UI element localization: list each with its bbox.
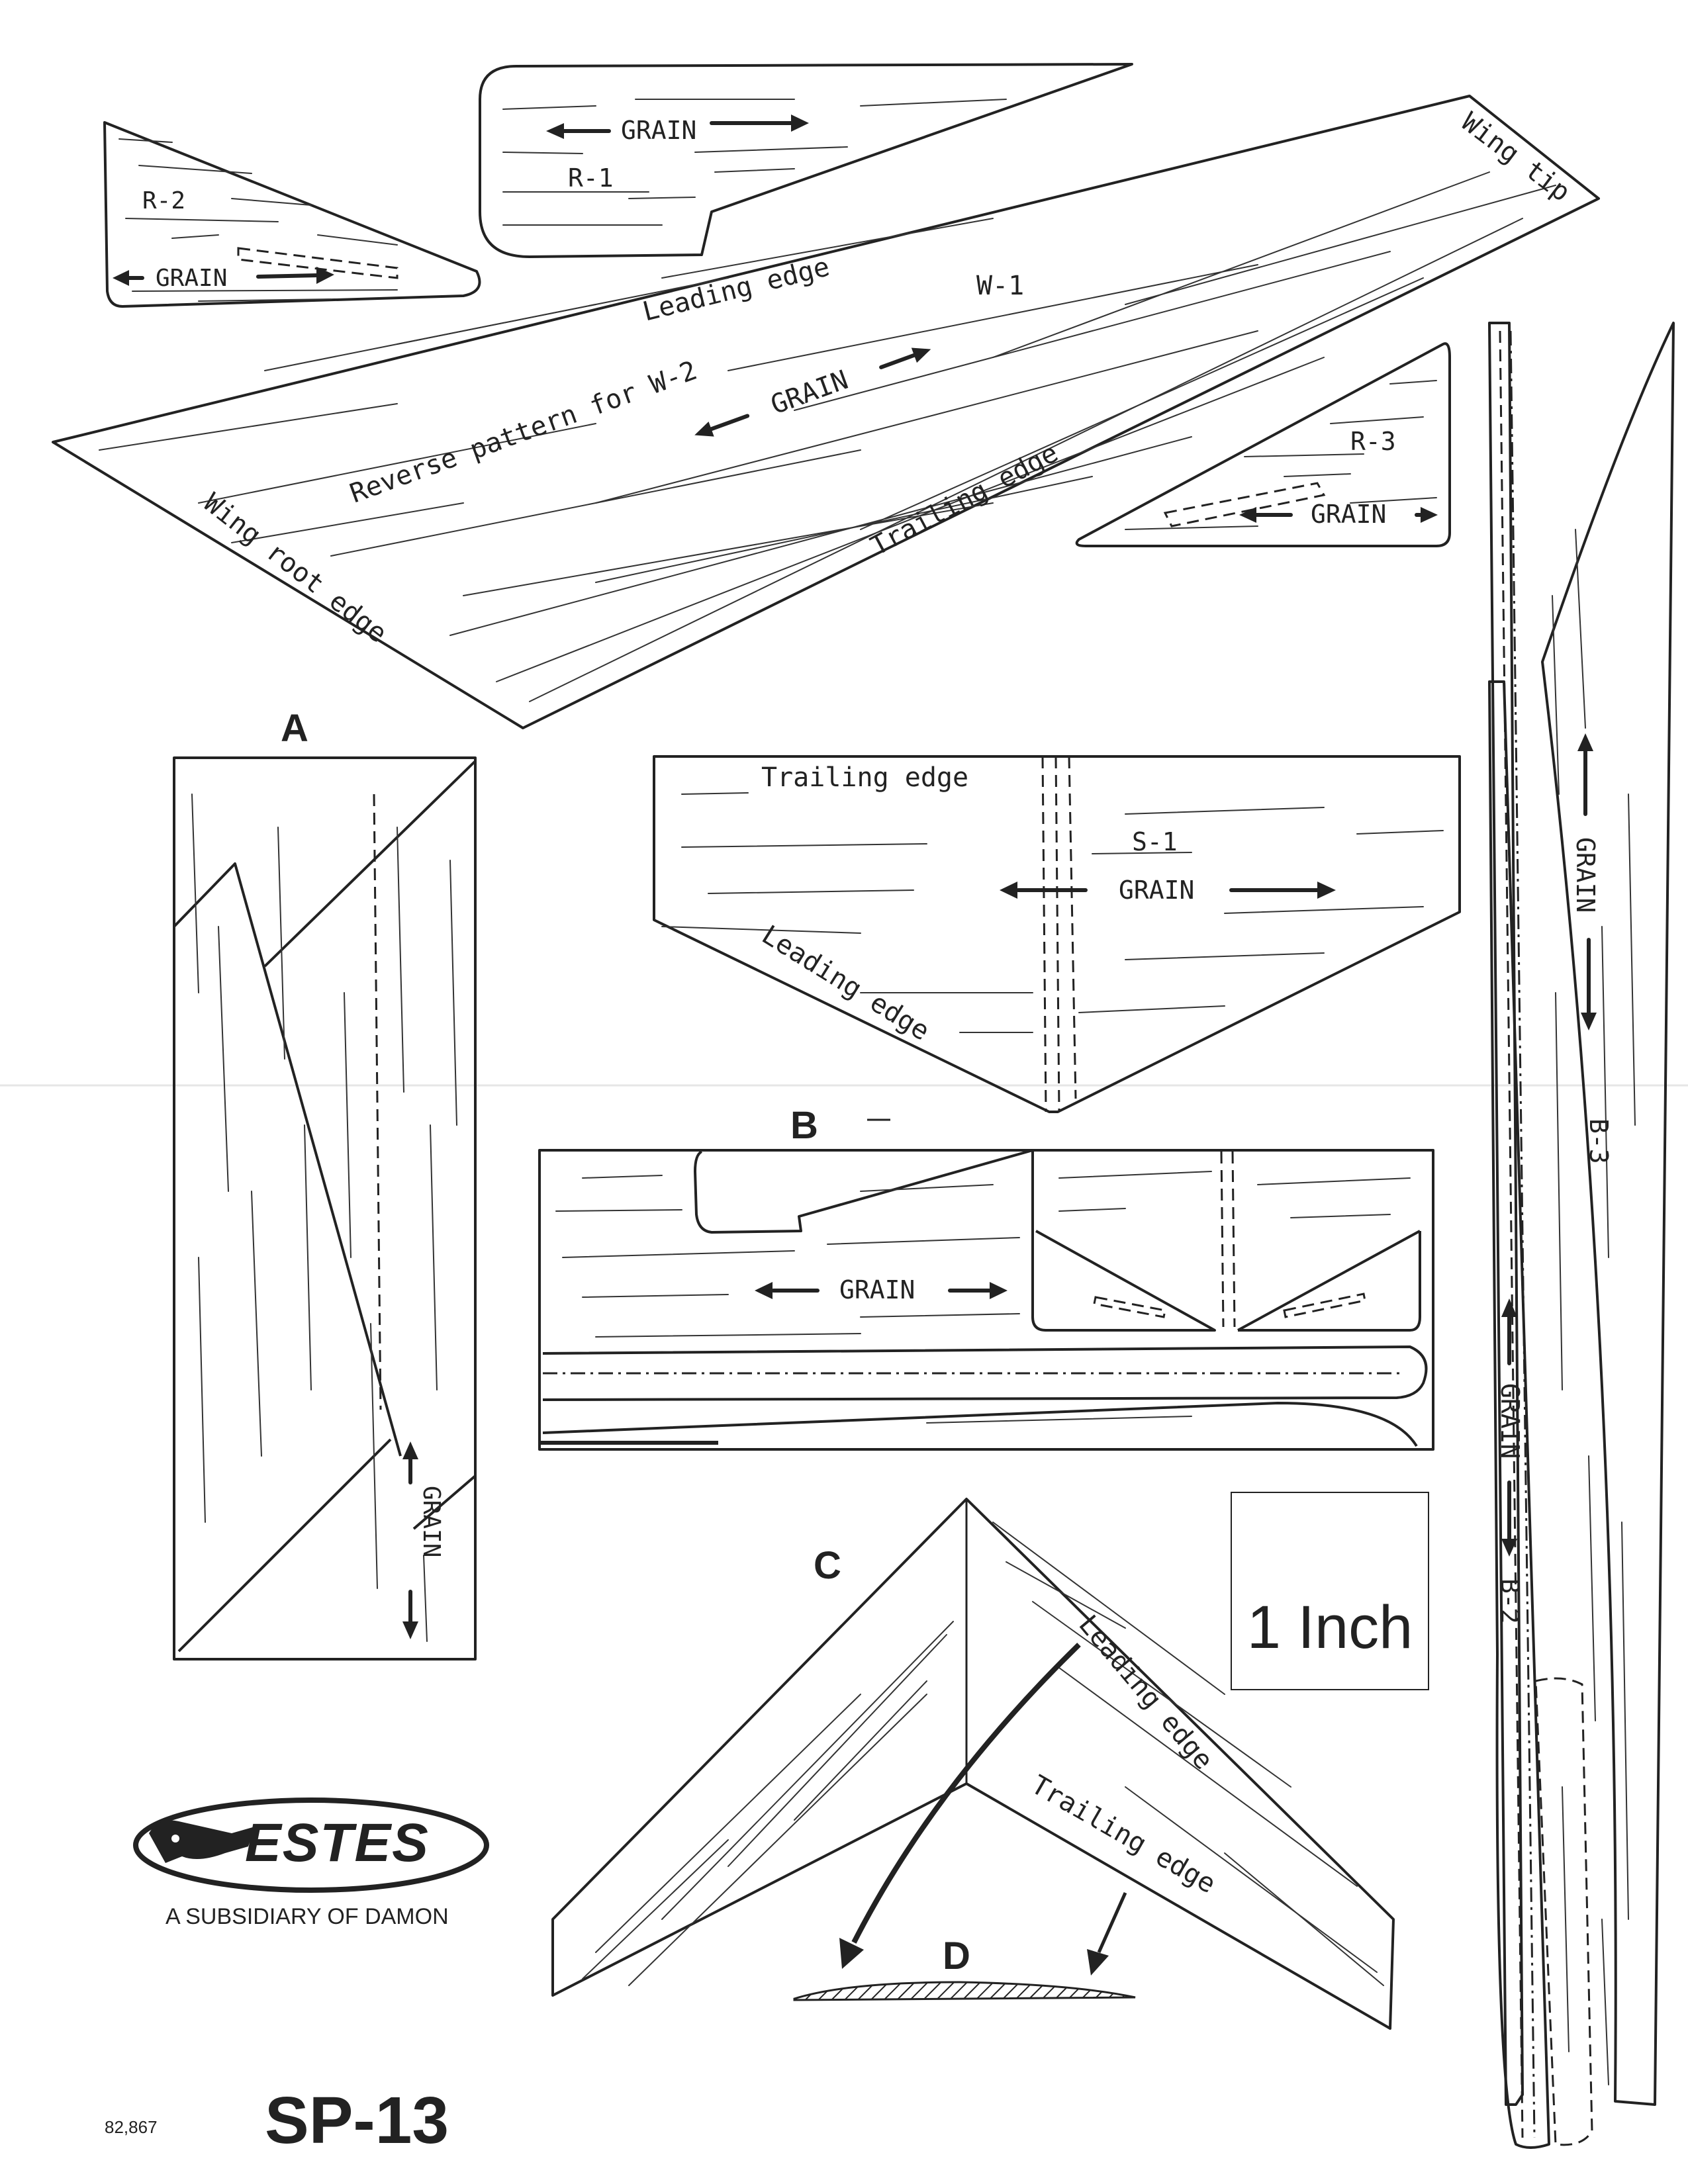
r2-grain-label: GRAIN xyxy=(156,265,227,292)
estes-logo: ESTES A SUBSIDIARY OF DAMON xyxy=(133,1797,489,1929)
w1-trailing-edge-label: Trailing edge xyxy=(866,437,1063,562)
part-s1: Trailing edge S-1 GRAIN Leading edge xyxy=(653,755,1461,1113)
b3-label: B-3 xyxy=(1584,1118,1613,1164)
w1-grain-label: GRAIN xyxy=(767,365,852,420)
figure-d-letter: D xyxy=(943,1934,970,1978)
w1-label: W-1 xyxy=(976,271,1024,301)
rocket-icon xyxy=(149,1820,255,1863)
catalog-code: 82,867 xyxy=(105,2117,158,2137)
w1-reverse-pattern-label: Reverse pattern for W-2 xyxy=(346,355,701,510)
figure-c-leading-edge-label: Leading edge xyxy=(1072,1610,1219,1776)
subsidiary-text: A SUBSIDIARY OF DAMON xyxy=(165,1904,449,1929)
scale-label: 1 Inch xyxy=(1247,1594,1413,1661)
figure-b-grain-label: GRAIN xyxy=(839,1275,915,1304)
r3-grain-label: GRAIN xyxy=(1311,500,1386,529)
estes-wordmark: ESTES xyxy=(245,1813,430,1873)
figure-c-letter: C xyxy=(814,1544,841,1587)
b2-grain-label: GRAIN xyxy=(1495,1383,1524,1459)
part-r2: R-2 GRAIN xyxy=(103,121,481,308)
r3-label: R-3 xyxy=(1350,427,1396,456)
b3-grain-label: GRAIN xyxy=(1571,837,1600,913)
model-number: SP-13 xyxy=(265,2083,449,2158)
r2-label: R-2 xyxy=(142,187,185,214)
figure-b-letter: B xyxy=(790,1104,818,1147)
r1-label: R-1 xyxy=(568,163,614,193)
s1-label: S-1 xyxy=(1132,827,1178,856)
w1-wing-root-edge-label: Wing root edge xyxy=(198,488,393,649)
figure-d: D xyxy=(793,1934,1136,2001)
part-r3: R-3 GRAIN xyxy=(1075,342,1451,547)
part-r1: R-1 GRAIN xyxy=(479,63,1133,258)
figure-b: B GRAIN xyxy=(538,1104,1434,1451)
figure-c: C Leading edge Trailing edge xyxy=(551,1498,1395,2030)
figure-a-grain-label: GRAIN xyxy=(418,1486,445,1557)
part-w1: W-1 Leading edge Wing tip GRAIN Reverse … xyxy=(52,95,1600,729)
figure-a-letter: A xyxy=(281,707,308,750)
part-b3-b2-strip: GRAIN B-3 GRAIN B-2 xyxy=(1488,322,1675,2149)
r1-grain-label: GRAIN xyxy=(621,116,696,145)
scale-box: 1 Inch xyxy=(1231,1492,1429,1690)
w1-wing-tip-label: Wing tip xyxy=(1456,107,1576,208)
b2-label: B-2 xyxy=(1495,1578,1524,1624)
figure-a: A GRAIN xyxy=(173,707,477,1661)
s1-trailing-edge-label: Trailing edge xyxy=(761,762,968,793)
s1-grain-label: GRAIN xyxy=(1119,876,1194,905)
